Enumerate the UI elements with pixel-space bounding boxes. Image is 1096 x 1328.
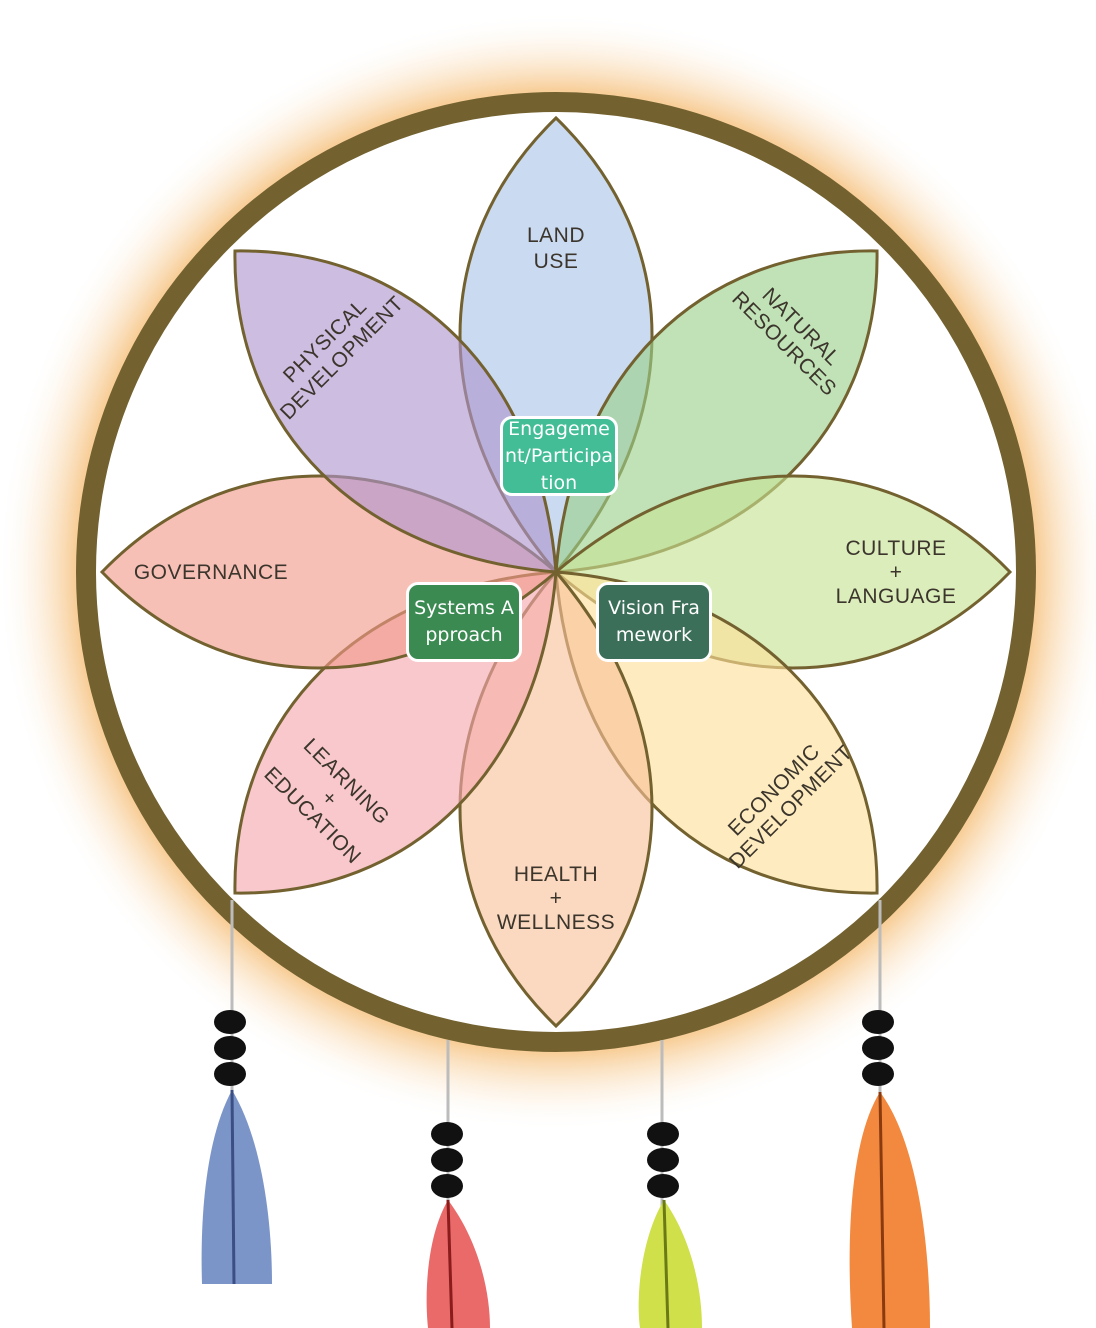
petal-physical-development bbox=[233, 249, 558, 574]
engagement-participation-text: Engagement/Participation bbox=[504, 417, 614, 494]
feather-green bbox=[638, 1199, 702, 1328]
feather-blue bbox=[201, 1089, 272, 1285]
petal-label-culture-language: CULTURE+LANGUAGE bbox=[836, 537, 957, 608]
feather-red bbox=[426, 1199, 490, 1328]
petal-label-line: LANGUAGE bbox=[836, 585, 957, 608]
beads bbox=[214, 1010, 894, 1198]
petal-label-line: LAND bbox=[527, 224, 585, 247]
petal-label-line: USE bbox=[534, 250, 579, 273]
petal-label-land-use: LAND USE bbox=[527, 224, 585, 273]
engagement-participation-box: Engagement/Participation bbox=[500, 416, 618, 496]
systems-approach-box: Systems Approach bbox=[406, 582, 522, 662]
petal-label-line: CULTURE bbox=[845, 537, 946, 560]
petal-label-governance: GOVERNANCE bbox=[134, 561, 288, 584]
systems-approach-text: Systems Approach bbox=[414, 597, 514, 646]
petal-label-line: + bbox=[550, 887, 563, 910]
petal-label-line: WELLNESS bbox=[497, 911, 615, 934]
petal-label-health-wellness: HEALTH+WELLNESS bbox=[497, 863, 615, 934]
petal-label-line: HEALTH bbox=[514, 863, 598, 886]
vision-framework-box: Vision Framework bbox=[596, 582, 712, 662]
petal-label-line: GOVERNANCE bbox=[134, 561, 288, 584]
vision-framework-text: Vision Framework bbox=[608, 597, 700, 646]
feather-orange bbox=[849, 1091, 930, 1328]
petal-label-line: + bbox=[890, 561, 903, 584]
